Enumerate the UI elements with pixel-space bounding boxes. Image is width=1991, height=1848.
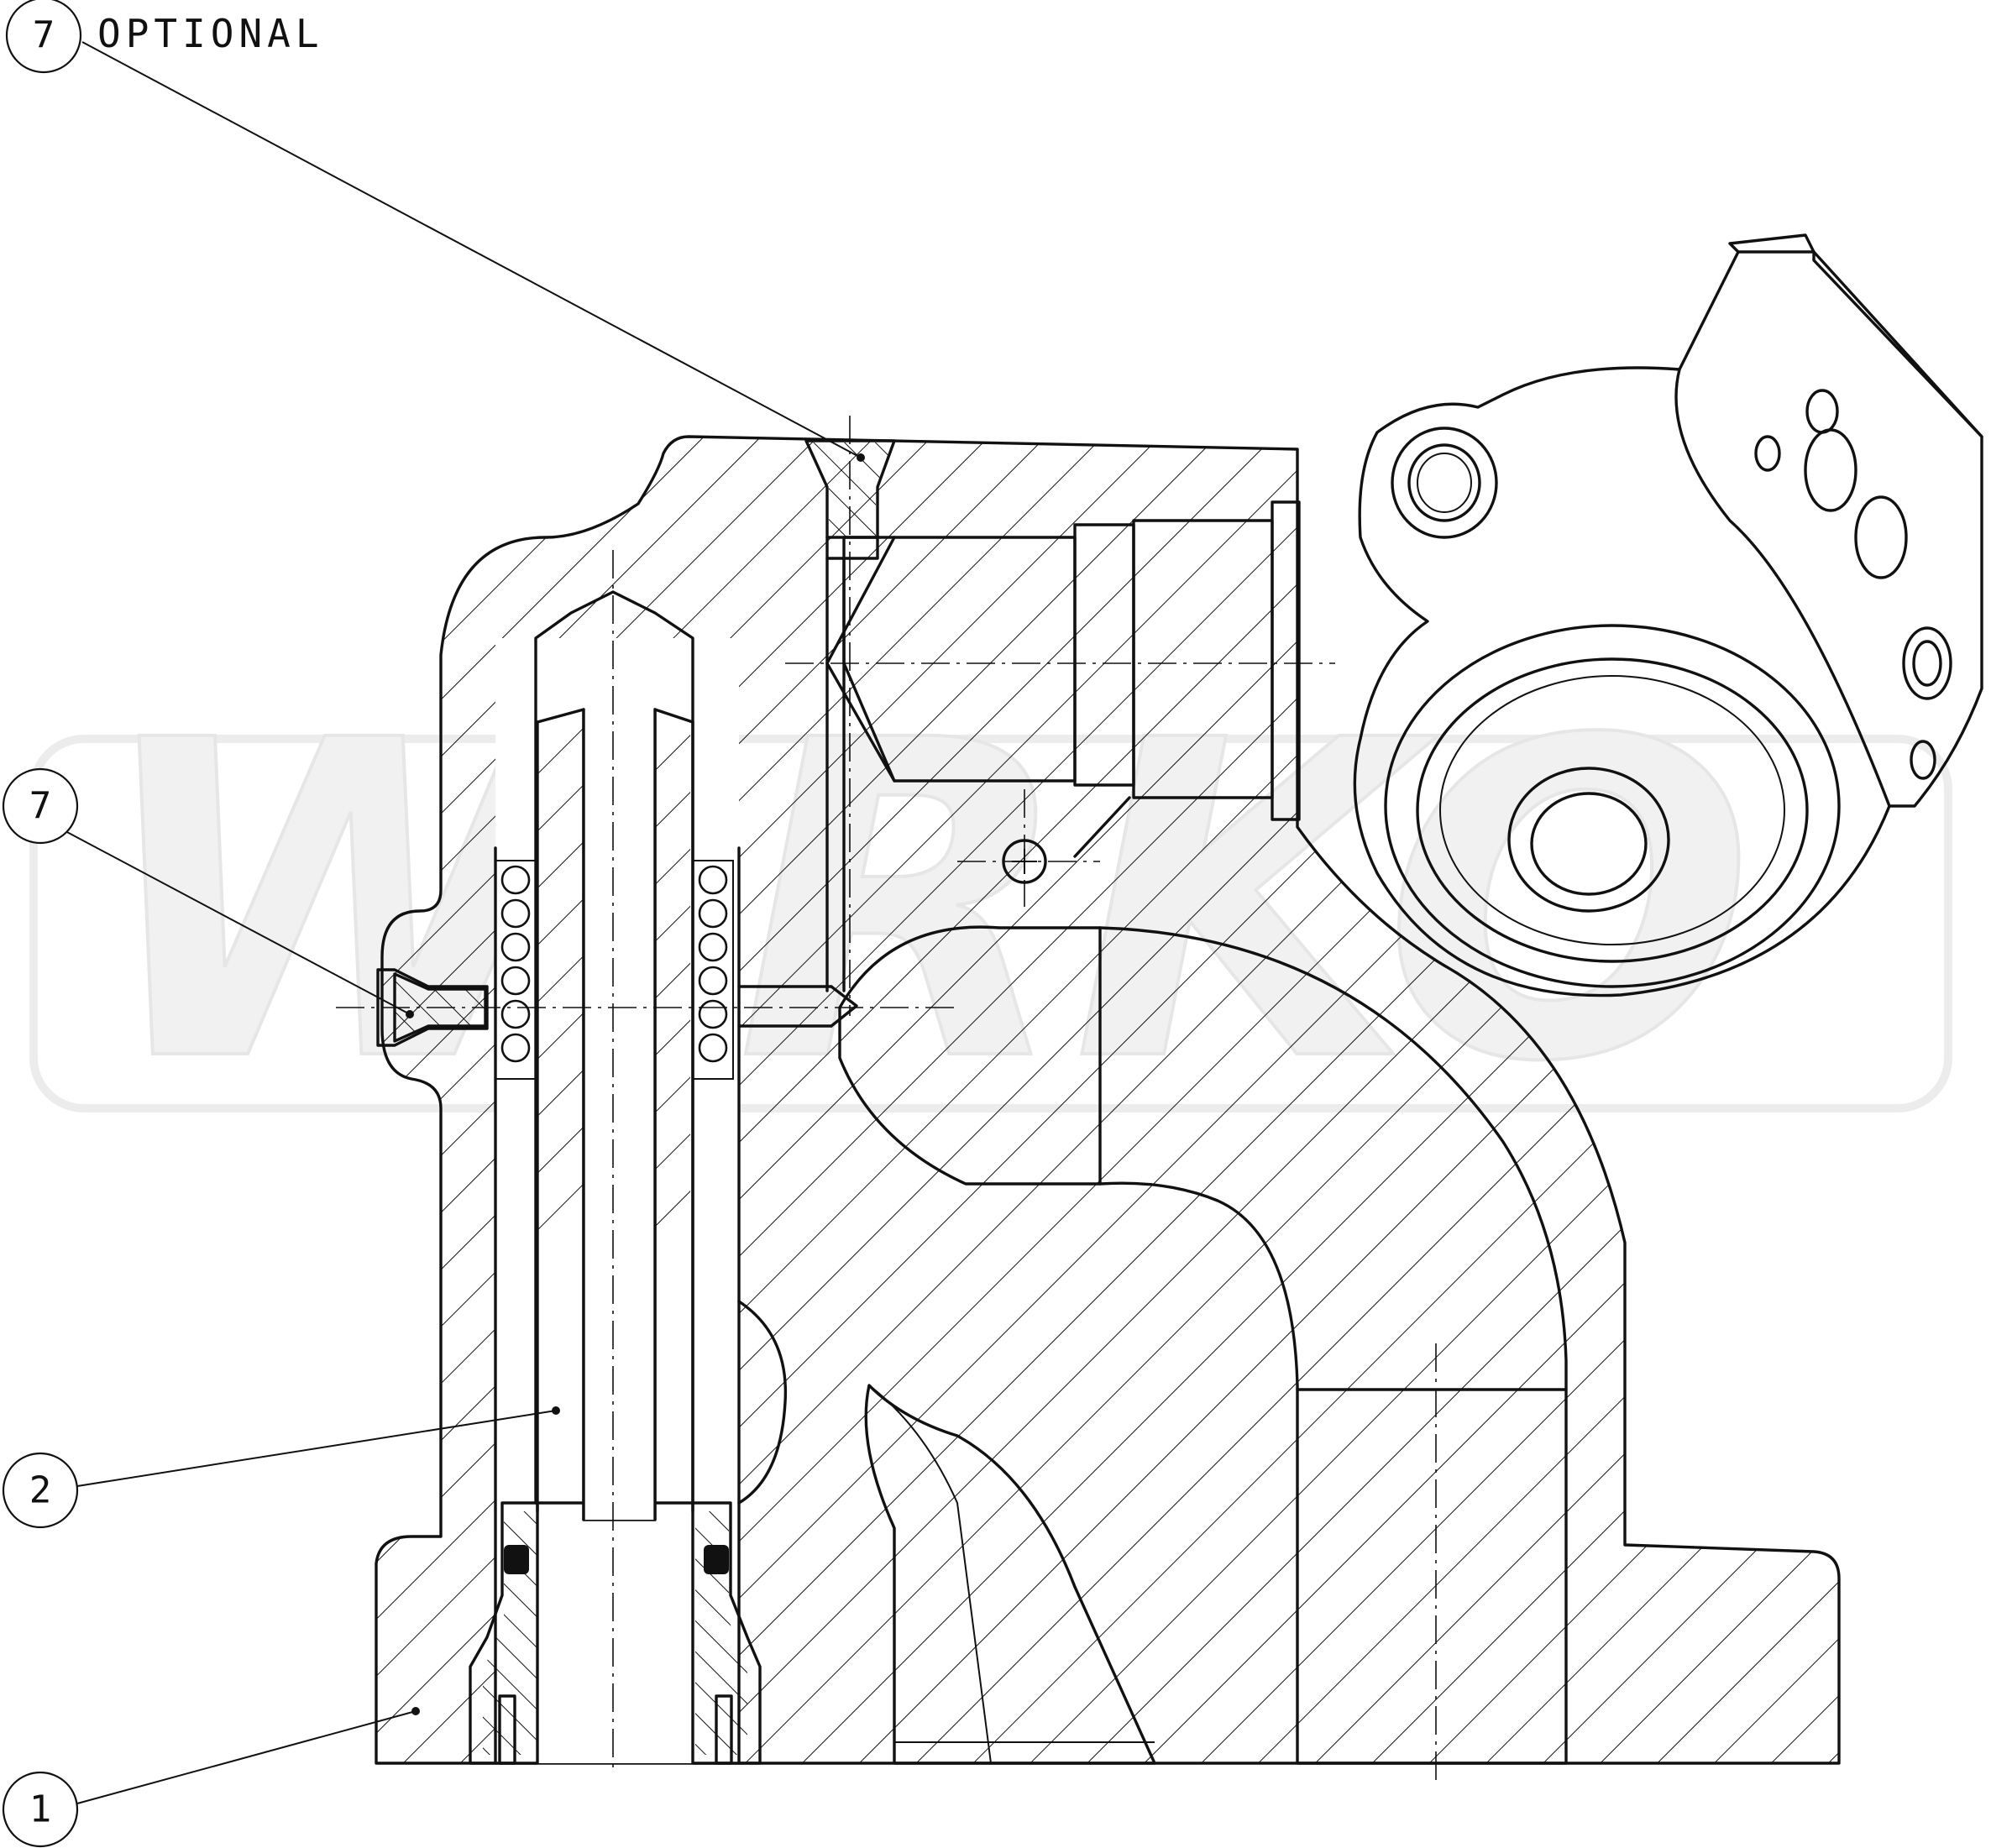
callout-number: 7	[29, 785, 52, 828]
callout-7: 7	[2, 767, 414, 1018]
callout-number: 7	[33, 14, 55, 57]
callout-number: 1	[29, 1788, 52, 1831]
spool-assembly	[469, 590, 762, 1765]
center-lines	[336, 416, 1437, 1780]
callout-7-optional: 7 OPTIONAL	[5, 0, 865, 462]
pump-flange-view	[1353, 233, 1983, 997]
spring-right	[692, 860, 734, 1080]
callout-number: 2	[29, 1469, 52, 1512]
callout-1: 1	[2, 1707, 420, 1848]
callout-note: OPTIONAL	[97, 11, 324, 56]
callout-2: 2	[2, 1406, 560, 1529]
